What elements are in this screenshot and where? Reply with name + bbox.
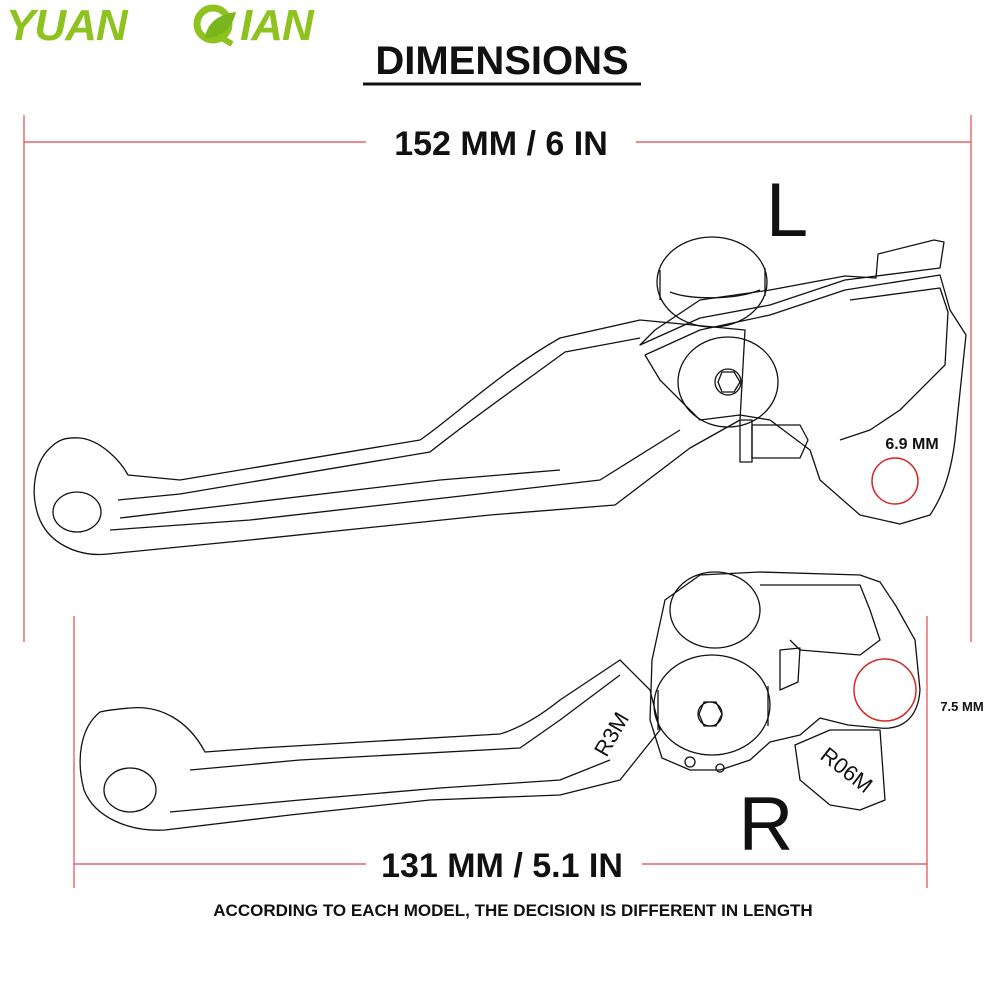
left-pivot-bolt	[677, 336, 779, 428]
dimension-bottom	[73, 616, 928, 888]
left-pivot-dial-rim	[669, 289, 761, 299]
leaf-icon	[193, 4, 236, 47]
left-lever-adjuster	[739, 419, 753, 463]
left-pivot-dial-sides	[659, 268, 766, 300]
right-lever-engraving: R3M	[589, 708, 634, 761]
right-pivot-bolt-sides	[657, 686, 769, 730]
brand-text-start: YUAN	[6, 1, 129, 50]
left-side-label: L	[766, 168, 808, 253]
right-adjuster-plate	[794, 729, 886, 811]
page-title: DIMENSIONS	[375, 39, 628, 83]
right-pivot-dial	[669, 571, 761, 649]
left-lever-outline	[33, 319, 746, 556]
left-lever-length-label: 152 MM / 6 IN	[394, 125, 608, 163]
left-perch-inner-edge	[839, 287, 949, 441]
right-perch-top-edge	[760, 584, 881, 656]
right-lever-length-label: 131 MM / 5.1 IN	[381, 847, 623, 885]
left-lever-upper-bevel	[117, 337, 641, 501]
left-lever-adjuster-body	[751, 424, 809, 459]
right-perch-slot	[779, 647, 801, 691]
left-lever-center-bevel	[119, 469, 561, 519]
left-perch-body	[644, 274, 967, 525]
right-side-label: R	[739, 782, 794, 867]
right-lever-drawing	[79, 571, 921, 831]
right-pivot-bolt	[653, 654, 771, 756]
left-pivot-bolt-hex	[717, 371, 741, 393]
left-lever-drawing	[33, 236, 967, 556]
left-perch-top	[639, 239, 945, 346]
brand-text-end: IAN	[240, 1, 315, 50]
right-lever-hole-label: 7.5 MM	[940, 699, 983, 714]
left-lever-end-hole	[52, 491, 102, 533]
left-lever-hole-marker	[871, 457, 919, 505]
right-lever-outline	[79, 659, 661, 831]
left-lever-hole-label: 6.9 MM	[885, 436, 938, 453]
left-lever-lower-bevel	[109, 429, 681, 531]
right-lever-end-hole	[103, 767, 157, 813]
right-lever-hole-marker	[853, 658, 917, 722]
length-footnote: ACCORDING TO EACH MODEL, THE DECISION IS…	[213, 901, 812, 920]
right-lever-upper-bevel	[189, 674, 621, 771]
right-lever-lower-bevel	[169, 759, 611, 813]
right-bracket-engraving: R06M	[816, 742, 878, 798]
brand-logo: YUAN IAN	[6, 1, 316, 50]
right-perch-body	[649, 571, 921, 771]
left-pivot-dial	[656, 236, 768, 328]
dimension-top	[23, 115, 972, 642]
